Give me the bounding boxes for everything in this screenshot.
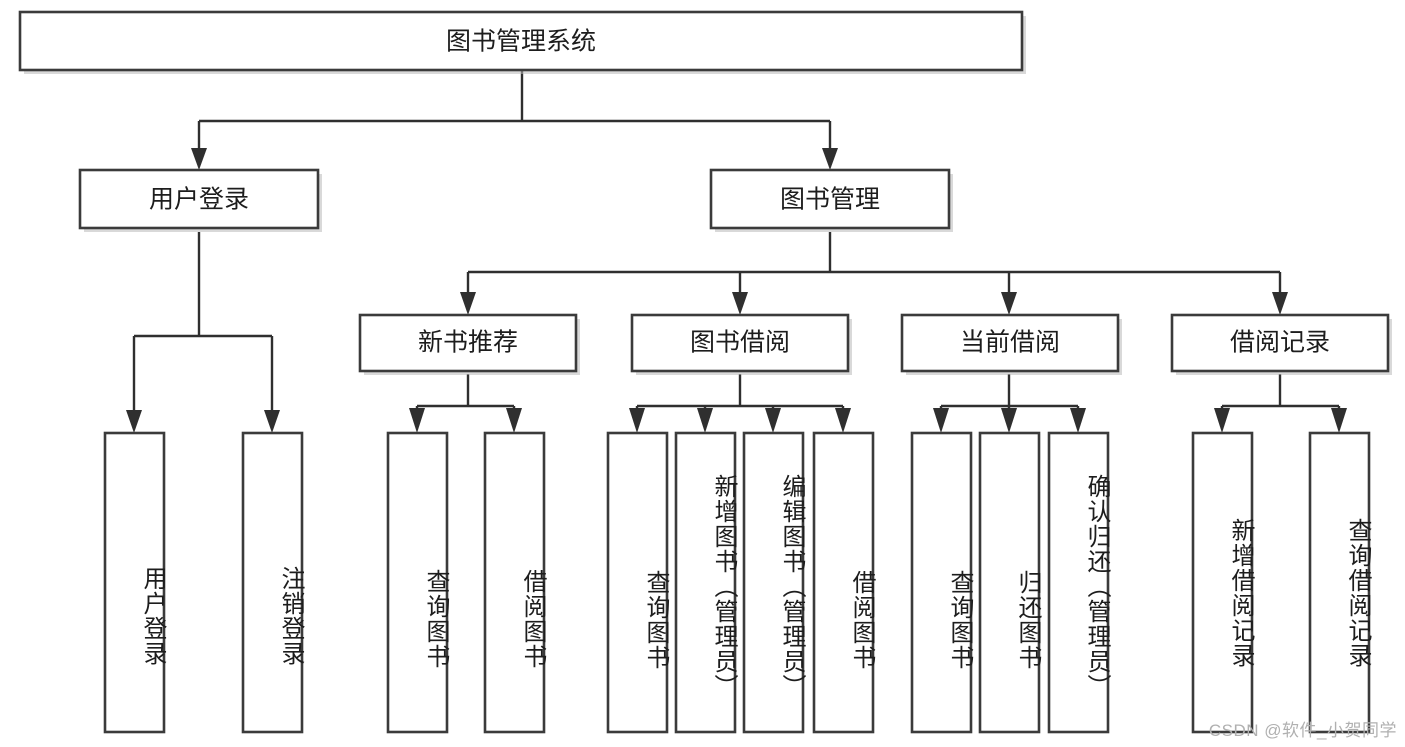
leafbox-rec-borrow-book[interactable] [483, 431, 546, 734]
arrow-head-borrow-query-book [629, 408, 645, 433]
arrow-head-leaf-logout [264, 410, 280, 433]
leafbox-borrow-query-book[interactable] [606, 431, 669, 734]
leafbox-borrow-borrow-book[interactable] [812, 431, 875, 734]
arrow-head-new-book-rec [460, 292, 476, 315]
node-current-borrow[interactable]: 当前借阅 [900, 313, 1122, 375]
node-user-login-label: 用户登录 [149, 186, 249, 214]
node-book-borrow[interactable]: 图书借阅 [630, 313, 852, 375]
node-new-book-rec-label: 新书推荐 [418, 329, 518, 357]
arrow-head-rec-query-book [409, 408, 425, 433]
node-book-mgmt[interactable]: 图书管理 [709, 168, 953, 232]
arrow-head-borrow-add-book [697, 408, 713, 433]
arrow-head-cur-return-book [1001, 408, 1017, 433]
arrow-head-rec-borrow-book [506, 408, 522, 433]
arrow-head-leaf-user-login [126, 410, 142, 433]
arrow-head-book-borrow [732, 292, 748, 315]
arrow-head-user-login [191, 148, 207, 170]
csdn-watermark: CSDN @软件_小贺同学 [1208, 721, 1397, 740]
node-book-borrow-label: 图书借阅 [690, 329, 790, 357]
leaf-box-layer [103, 431, 1371, 734]
node-borrow-record-label: 借阅记录 [1230, 329, 1330, 357]
node-borrow-record[interactable]: 借阅记录 [1170, 313, 1392, 375]
arrow-head-cur-confirm-return [1070, 408, 1086, 433]
leafbox-user-login[interactable] [103, 431, 166, 734]
node-new-book-rec[interactable]: 新书推荐 [358, 313, 580, 375]
node-book-mgmt-label: 图书管理 [780, 186, 880, 214]
node-root-title-label: 图书管理系统 [446, 28, 596, 56]
arrow-head-book-mgmt [822, 148, 838, 170]
node-user-login[interactable]: 用户登录 [78, 168, 322, 232]
node-current-borrow-label: 当前借阅 [960, 329, 1060, 357]
leafbox-borrow-edit-book[interactable] [742, 431, 805, 734]
arrow-head-borrow-record [1272, 292, 1288, 315]
leafbox-logout[interactable] [241, 431, 304, 734]
leafbox-cur-query-book[interactable] [910, 431, 973, 734]
leafbox-borrow-add-book[interactable] [674, 431, 737, 734]
arrow-head-borrow-edit-book [765, 408, 781, 433]
leafbox-cur-return-book[interactable] [978, 431, 1041, 734]
leafbox-rec-add-record[interactable] [1191, 431, 1254, 734]
arrow-head-rec-query-record [1331, 408, 1347, 433]
leafbox-rec-query-record[interactable] [1308, 431, 1371, 734]
arrow-head-current-borrow [1001, 292, 1017, 315]
arrow-head-rec-add-record [1214, 408, 1230, 433]
arrow-head-borrow-borrow-book [835, 408, 851, 433]
leafbox-cur-confirm-return[interactable] [1047, 431, 1110, 734]
connector-layer [126, 70, 1347, 433]
leafbox-rec-query-book[interactable] [386, 431, 449, 734]
arrow-head-cur-query-book [933, 408, 949, 433]
node-root-title[interactable]: 图书管理系统 [18, 10, 1026, 74]
